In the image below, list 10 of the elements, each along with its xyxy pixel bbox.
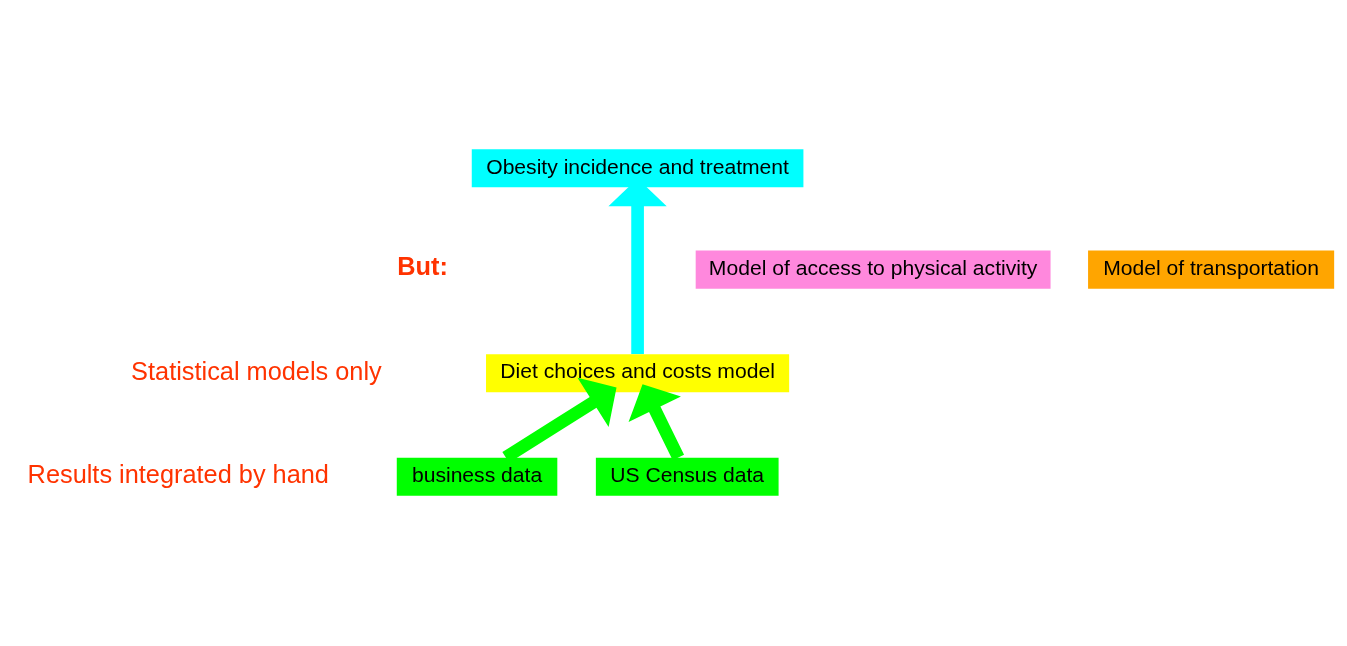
node-box: Diet choices and costs model bbox=[486, 353, 790, 392]
node-box: Model of transportation bbox=[1088, 250, 1335, 289]
node-box: Model of access to physical activity bbox=[695, 250, 1051, 289]
node-box: US Census data bbox=[595, 457, 779, 496]
arrow bbox=[628, 383, 685, 460]
node-box: business data bbox=[396, 457, 558, 496]
label: Statistical models only bbox=[131, 356, 382, 385]
node-box: Obesity incidence and treatment bbox=[471, 148, 804, 187]
label: But: bbox=[397, 251, 448, 280]
label: Results integrated by hand bbox=[27, 459, 329, 488]
